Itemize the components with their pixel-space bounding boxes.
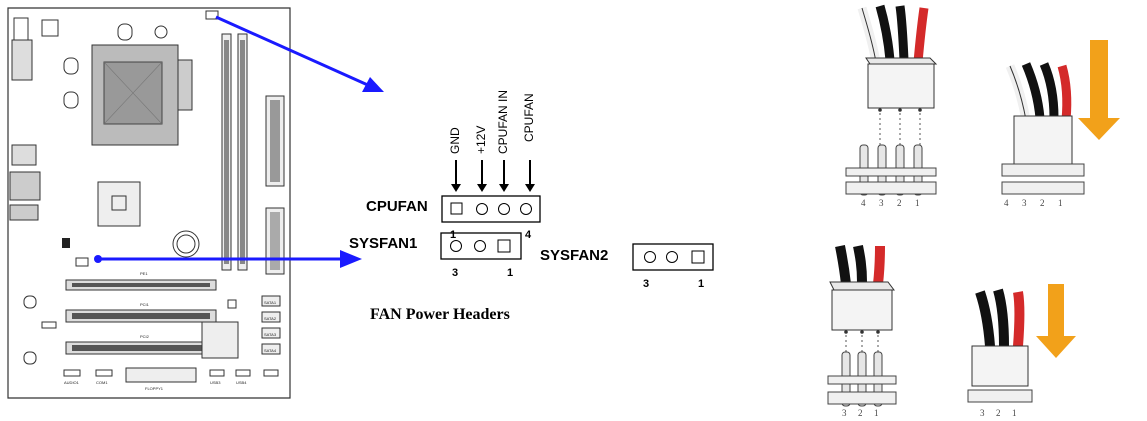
svg-text:1: 1 <box>874 408 879 418</box>
sysfan2-connector <box>632 243 714 271</box>
sysfan2-label: SYSFAN2 <box>540 247 609 264</box>
silk-audio1: AUDIO1 <box>64 380 80 385</box>
fan-plug-3pin-attached: 3 2 1 <box>967 288 1033 418</box>
superio-chip <box>201 321 239 359</box>
sysfan2-pin-end: 1 <box>698 278 705 290</box>
silk-usb3: USB3 <box>210 380 221 385</box>
silk-sata2: SATA2 <box>264 316 277 321</box>
pin-label-cpufan: CPUFAN <box>522 93 536 142</box>
sata-4 <box>261 343 281 355</box>
cpufan-connector <box>441 195 541 223</box>
svg-text:1: 1 <box>1058 198 1063 208</box>
fan-header-4pin-base: 4 3 2 1 <box>845 144 937 208</box>
svg-text:4: 4 <box>1004 198 1009 208</box>
diagram-caption: FAN Power Headers <box>370 306 510 323</box>
pointer-arrow-cpufan <box>215 15 384 92</box>
fan-plug-4pin-attached: 4 3 2 1 <box>1001 62 1085 208</box>
sysfan1-pin-start: 3 <box>452 267 459 279</box>
chipset <box>97 181 141 227</box>
silk-pci2: PCI2 <box>140 334 150 339</box>
silk-com1: COM1 <box>96 380 108 385</box>
svg-text:2: 2 <box>996 408 1001 418</box>
sysfan1-connector <box>440 232 522 260</box>
silk-floppy1: FLOPPY1 <box>145 386 164 391</box>
svg-text:4: 4 <box>861 198 866 208</box>
mount-hole <box>63 57 79 75</box>
io-port-b <box>41 19 59 37</box>
orange-down-arrow-top <box>1078 40 1120 140</box>
sysfan1-pin-end: 1 <box>507 267 514 279</box>
fan-plug-4pin-detached <box>857 4 938 150</box>
sata-2 <box>261 311 281 323</box>
lan-port <box>9 171 41 201</box>
jumper <box>62 238 70 248</box>
svg-text:3: 3 <box>1022 198 1027 208</box>
cpufan-header-board <box>205 10 219 20</box>
mount-hole <box>63 91 79 109</box>
floppy-connector <box>125 367 197 383</box>
sysfan2-pin-start: 3 <box>643 278 650 290</box>
svg-text:2: 2 <box>858 408 863 418</box>
vga-port <box>11 39 33 81</box>
cpufan-pin-end: 4 <box>525 229 532 241</box>
sata-1 <box>261 295 281 307</box>
pin-label-12v: +12V <box>474 125 488 154</box>
silk-sata3: SATA3 <box>264 332 277 337</box>
svg-text:2: 2 <box>897 198 902 208</box>
silk-sata1: SATA1 <box>264 300 277 305</box>
usb-port <box>11 144 37 166</box>
svg-text:3: 3 <box>879 198 884 208</box>
mount-hole <box>117 23 133 41</box>
mount-hole <box>154 25 168 39</box>
svg-text:3: 3 <box>980 408 985 418</box>
sata-3 <box>261 327 281 339</box>
silk-pe1: PE1 <box>140 271 148 276</box>
pointer-arrow-sysfan1 <box>98 250 362 268</box>
cpufan-pin-start: 1 <box>450 229 457 241</box>
svg-text:1: 1 <box>1012 408 1017 418</box>
cpufan-label: CPUFAN <box>366 198 428 215</box>
pin-label-cpufan-in: CPUFAN IN <box>496 89 510 154</box>
fan-plug-3pin-detached <box>829 245 895 364</box>
silk-pci1: PCI1 <box>140 302 150 307</box>
pin-label-gnd: GND <box>448 127 462 154</box>
orange-down-arrow-bottom <box>1036 284 1076 358</box>
svg-text:1: 1 <box>915 198 920 208</box>
svg-text:3: 3 <box>842 408 847 418</box>
pin-arrows <box>451 160 535 192</box>
silk-usb4: USB4 <box>236 380 247 385</box>
sysfan1-header-board <box>75 257 89 267</box>
silk-sata4: SATA4 <box>264 348 277 353</box>
motherboard-outline <box>7 7 291 399</box>
sysfan1-label: SYSFAN1 <box>349 235 418 252</box>
fan-header-3pin-base: 3 2 1 <box>827 351 897 418</box>
svg-text:2: 2 <box>1040 198 1045 208</box>
audio-port <box>9 204 39 221</box>
